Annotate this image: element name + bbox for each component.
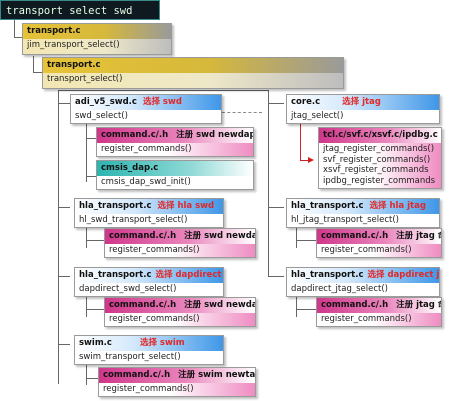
node-function: swim_transport_select() [75, 351, 223, 364]
node-title: hla_transport.c [79, 270, 152, 280]
node-hla-dapdirect-jtag: hla_transport.c选择 dapdirect jtag dapdire… [286, 267, 440, 297]
node-function: swd_select() [71, 110, 221, 123]
node-title: command.c/.h [321, 300, 389, 310]
node-tag: 注册 swd newdap [184, 300, 255, 310]
node-function: dapdirect_jtag_select() [287, 283, 439, 296]
node-tag: 选择 jtag [342, 97, 381, 107]
command-line: transport select swd [0, 0, 160, 20]
node-title: tcl.c/svf.c/xsvf.c/ipdbg.c [319, 128, 441, 143]
node-tag: 选择 swim [139, 338, 185, 348]
node-tag: 注册 swim newtap [178, 370, 255, 380]
node-tag: 注册 swd newdap [176, 130, 253, 140]
node-function: hl_swd_transport_select() [75, 214, 223, 227]
node-title: command.c/.h [109, 300, 177, 310]
node-function-line: jtag_register_commands() [323, 144, 435, 154]
node-title: hla_transport.c [291, 270, 364, 280]
node-hla-dapdirect-jtag-command: command.c/.h 注册 jtag 命令 register_commands… [316, 297, 442, 327]
node-swim-command: command.c/.h 注册 swim newtap register_comm… [98, 367, 256, 397]
node-title: core.c [291, 97, 321, 107]
node-hla-dapdirect-swd-command: command.c/.h 注册 swd newdap register_comma… [104, 297, 256, 327]
node-tag: 选择 hla jtag [369, 201, 426, 211]
node-tag: 选择 dapdirect jtag [367, 270, 440, 280]
node-hla-swd: hla_transport.c 选择 hla swd hl_swd_transpo… [74, 198, 224, 228]
node-function: register_commands() [105, 313, 255, 326]
node-function-line: ipdbg_register_commands [323, 175, 436, 186]
node-title: command.c/.h [109, 231, 177, 241]
node-function: transport_select() [43, 73, 343, 88]
node-title: transport.c [23, 24, 171, 39]
node-function: register_commands() [317, 313, 441, 326]
node-hla-jtag-command: command.c/.h 注册 jtag 命令 register_commands… [316, 228, 442, 258]
node-title: cmsis_dap.c [97, 161, 253, 176]
node-function-line: xsvf_register_commands [323, 165, 429, 175]
node-tag: 注册 jtag 命令 [396, 300, 441, 310]
node-function: register_commands() [99, 383, 255, 396]
node-title: hla_transport.c [291, 201, 364, 211]
node-adi-v5-swd: adi_v5_swd.c 选择 swd swd_select() [70, 94, 222, 124]
node-title: adi_v5_swd.c [75, 97, 137, 107]
node-tcl-svf: tcl.c/svf.c/xsvf.c/ipdbg.c jtag_register… [318, 127, 442, 189]
node-adi-command: command.c/.h 注册 swd newdap register_comma… [96, 127, 254, 157]
node-title: transport.c [43, 58, 343, 73]
node-tag: 选择 hla swd [157, 201, 215, 211]
node-tag: 注册 jtag 命令 [396, 231, 441, 241]
node-function: dapdirect_swd_select() [75, 283, 223, 296]
node-hla-jtag: hla_transport.c 选择 hla jtag hl_jtag_trans… [286, 198, 440, 228]
node-cmsis-dap: cmsis_dap.c cmsis_dap_swd_init() [96, 160, 254, 190]
node-function: hl_jtag_transport_select() [287, 214, 439, 227]
node-function: jim_transport_select() [23, 39, 171, 54]
node-hla-swd-command: command.c/.h 注册 swd newdap register_comma… [104, 228, 256, 258]
node-swim: swim.c 选择 swim swim_transport_select() [74, 335, 224, 365]
node-title: command.c/.h [101, 130, 169, 140]
node-title: hla_transport.c [79, 201, 152, 211]
node-hla-dapdirect-swd: hla_transport.c选择 dapdirect swd dapdirec… [74, 267, 224, 297]
node-transport-c-jim: transport.c jim_transport_select() [22, 23, 172, 55]
node-function: cmsis_dap_swd_init() [97, 176, 253, 189]
node-tag: 选择 dapdirect swd [155, 270, 224, 280]
node-tag: 注册 swd newdap [184, 231, 255, 241]
node-function: jtag_select() [287, 110, 439, 123]
node-function: register_commands() [105, 244, 255, 257]
node-tag: 选择 swd [142, 97, 182, 107]
node-function-line: svf_register_commands() [323, 154, 431, 165]
node-transport-c-select: transport.c transport_select() [42, 57, 344, 89]
node-title: command.c/.h [103, 370, 171, 380]
node-function: register_commands() [97, 143, 253, 156]
node-core: core.c 选择 jtag jtag_select() [286, 94, 440, 124]
node-function: register_commands() [317, 244, 441, 257]
node-title: command.c/.h [321, 231, 389, 241]
node-title: swim.c [79, 338, 112, 348]
